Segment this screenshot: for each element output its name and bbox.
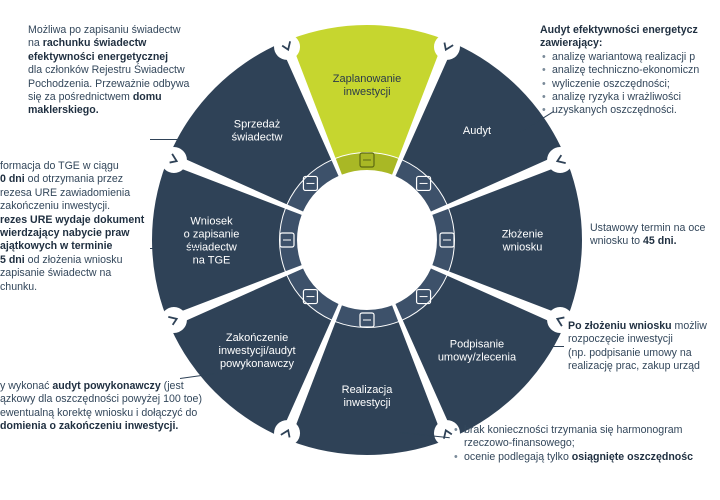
- note-line: 0 dni od otrzymania przez: [0, 173, 124, 186]
- note-line: się za pośrednictwem domu: [28, 91, 162, 104]
- segment-podpisanie: [402, 275, 564, 437]
- note-line: rezesa URE zawiadomienia: [0, 186, 131, 199]
- list-item: wyliczenie oszczędności;: [540, 78, 699, 92]
- chart-document-icon: [302, 175, 319, 192]
- segment-wniosek: [151, 162, 285, 318]
- leader-line-podpisanie: [524, 346, 564, 347]
- note-line: Możliwa po zapisaniu świadectw: [28, 24, 181, 36]
- list-item: analizę wariantową realizacji p: [540, 51, 699, 65]
- inner-slice-podpisanie: [395, 268, 447, 320]
- note-line: y wykonać audyt powykonawczy (jest: [0, 380, 184, 392]
- list-item: uzyskanych oszczędności.: [540, 104, 699, 118]
- note-line: (np. podpisanie umowy na: [568, 346, 692, 359]
- note-line: wniosku to 45 dni.: [590, 235, 677, 248]
- list-item: analizę ryzyka i wrażliwości: [540, 91, 699, 105]
- leader-line-sprzedaz: [150, 139, 210, 140]
- wheel-center: [298, 171, 436, 309]
- arrow-marker-icon: [547, 306, 574, 333]
- segment-zakonczenie: [170, 275, 332, 437]
- note-audyt: Audyt efektywności energetycz zawierając…: [540, 24, 699, 118]
- arrow-marker-icon: [433, 33, 460, 60]
- segment-label-audyt: Audyt: [463, 125, 491, 137]
- note-line: efektywności energetycznej: [28, 50, 169, 63]
- note-line: maklerskiego.: [28, 104, 99, 117]
- inner-slice-zakonczenie: [287, 268, 339, 320]
- note-line: zakończeniu inwestycji.: [0, 200, 111, 213]
- inner-slice-audyt: [395, 160, 447, 212]
- inner-slice-realizacja: [335, 305, 399, 328]
- inner-slice-sprzedaz: [287, 160, 339, 212]
- pen-sign-icon: [415, 288, 432, 305]
- arrow-marker-icon: [547, 147, 574, 174]
- leader-line-wniosek: [150, 248, 200, 249]
- handshake-icon: [359, 152, 375, 168]
- segment-sprzedaz: [170, 43, 332, 205]
- note-line: dla członków Rejestru Świadectw: [28, 64, 185, 77]
- arrow-marker-icon: [160, 147, 187, 174]
- award-icon: [302, 288, 319, 305]
- note-line: ewentualną korektę wniosku i dołączyć do: [0, 406, 198, 419]
- note-line: formacja do TGE w ciągu: [0, 160, 119, 172]
- target-icon: [359, 312, 375, 328]
- note-line: ajątkowych w terminie: [0, 240, 113, 253]
- segment-audyt: [402, 43, 564, 205]
- note-line: rezes URE wydaje dokument: [0, 213, 145, 226]
- gear-icon: [279, 232, 295, 248]
- segment-zlozenie: [449, 162, 582, 318]
- note-line: rozpoczęcie inwestycji: [568, 333, 673, 346]
- note-line: chunku.: [0, 280, 38, 293]
- note-line: Pochodzenia. Przeważnie odbywa: [28, 77, 190, 90]
- note-line: wierdzający nabycie praw: [0, 227, 130, 240]
- briefcase-icon: [415, 175, 432, 192]
- leader-line-zlozenie: [540, 241, 578, 242]
- inner-slice-zaplanowanie: [335, 152, 399, 175]
- segment-zaplanowanie: [289, 25, 445, 158]
- note-line: Po złożeniu wniosku możliw: [568, 320, 707, 332]
- document-icon: [439, 232, 455, 248]
- arrow-marker-icon: [160, 306, 187, 333]
- note-line: Ustawowy termin na oce: [590, 222, 706, 234]
- note-line: ązkowy dla oszczędności powyżej 100 toe): [0, 393, 202, 406]
- list-item: brak konieczności trzymania się harmonog…: [452, 424, 693, 451]
- note-realizacja: brak konieczności trzymania się harmonog…: [452, 424, 693, 465]
- list-item: ocenie podlegają tylko osiągnięte oszczę…: [452, 451, 693, 465]
- note-audyt-list: analizę wariantową realizacji panalizę t…: [540, 51, 699, 118]
- note-line: realizację prac, zakup urząd: [568, 360, 700, 373]
- note-line: zapisanie świadectw na: [0, 267, 112, 280]
- note-realizacja-list: brak konieczności trzymania się harmonog…: [452, 424, 693, 465]
- note-line: 5 dni od złożenia wniosku: [0, 253, 123, 266]
- note-line: domienia o zakończeniu inwestycji.: [0, 420, 179, 433]
- list-item: analizę techniczno-ekonomiczn: [540, 64, 699, 78]
- segment-realizacja: [289, 322, 445, 455]
- arrow-marker-icon: [274, 33, 301, 60]
- note-line: na rachunku świadectw: [28, 37, 147, 50]
- arrow-marker-icon: [274, 420, 301, 447]
- note-audyt-title: Audyt efektywności energetycz zawierając…: [540, 24, 698, 50]
